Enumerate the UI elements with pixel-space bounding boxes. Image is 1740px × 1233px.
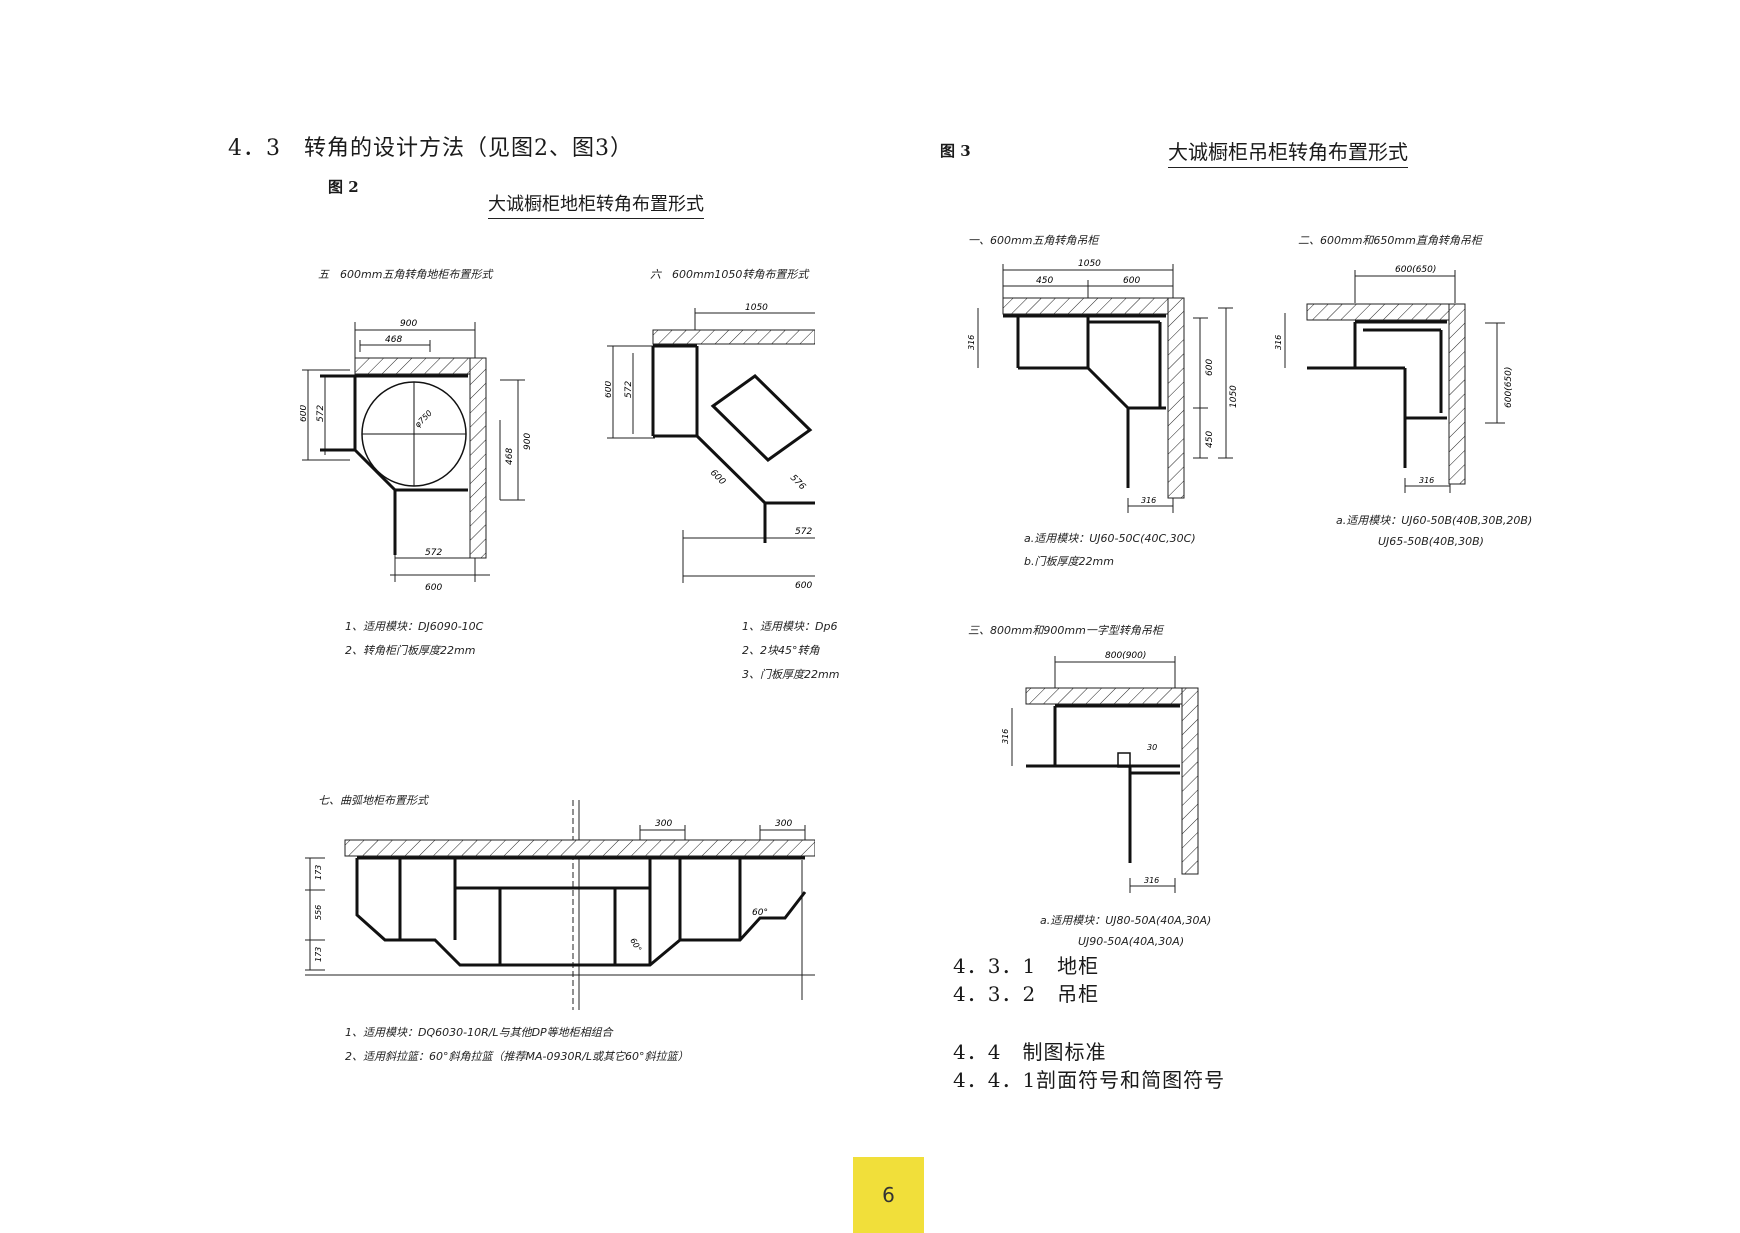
fig3-d2-dim-top: 600(650): [1395, 265, 1436, 275]
fig2-d7-caption: 七、曲弧地柜布置形式: [318, 794, 428, 807]
fig3-d2-dim-bottom: 316: [1419, 476, 1434, 485]
list-item-drawing-standard: 4．4 制图标准: [953, 1040, 1107, 1064]
fig3-d3-caption: 三、800mm和900mm一字型转角吊柜: [968, 624, 1163, 637]
fig3-label: 图 3: [940, 142, 971, 160]
fig3-d1-dim-top: 1050: [1078, 259, 1101, 269]
fig2-d7-note-1: 1、适用模块：DQ6030-10R/L与其他DP等地柜相组合: [345, 1026, 613, 1039]
fig3-d1-dim-top-a: 450: [1036, 276, 1053, 286]
fig3-d2-caption: 二、600mm和650mm直角转角吊柜: [1298, 234, 1482, 247]
fig2-d5-dim-circle: φ750: [413, 409, 434, 430]
fig2-d7-drawing: 300 300 173 556 173 60° 60°: [305, 800, 815, 1010]
fig3-d3-dim-top: 800(900): [1105, 651, 1146, 661]
fig2-d5-dim-left-outer: 600: [300, 405, 309, 422]
fig2-d5-dim-top: 900: [400, 319, 417, 329]
fig3-d1-dim-top-b: 600: [1123, 276, 1140, 286]
fig2-d7-dim-h3: 173: [314, 947, 323, 962]
list-item-section-symbols: 4．4．1剖面符号和简图符号: [953, 1068, 1226, 1092]
fig3-d2-drawing: 600(650) 316 600(650) 316: [1275, 265, 1514, 493]
fig2-d7-dim-seg2: 300: [775, 819, 792, 829]
fig2-d5-dim-top-inner: 468: [385, 335, 402, 345]
fig3-title: 大诚橱柜吊柜转角布置形式: [1168, 136, 1408, 168]
fig2-d6-drawing: 1050 600 572 600 576 572 600: [605, 303, 815, 591]
fig2-d6-dim-bottom-outer: 600: [795, 581, 812, 591]
fig3-d3-note-1: a.适用模块：UJ80-50A(40A,30A): [1040, 914, 1212, 927]
fig3-d1-drawing: 1050 450 600 316 600 1050 450 316: [968, 259, 1238, 513]
fig2-d5-note-2: 2、转角柜门板厚度22mm: [345, 644, 476, 657]
fig3-d2-dim-left: 316: [1275, 335, 1283, 350]
fig2-d7-angle2: 60°: [752, 908, 768, 918]
fig2-d7-dim-seg1: 300: [655, 819, 672, 829]
fig3-d1-dim-left: 316: [968, 335, 976, 350]
fig2-d7-angle1: 60°: [628, 937, 643, 954]
fig3-d1-caption: 一、600mm五角转角吊柜: [968, 234, 1099, 247]
fig2-label: 图 2: [328, 178, 359, 196]
fig2-d6-note-3: 3、门板厚度22mm: [742, 668, 840, 681]
page-number: 6: [882, 1183, 895, 1207]
fig2-d7-note-2: 2、适用斜拉篮：60°斜角拉篮（推荐MA-0930R/L或其它60°斜拉篮）: [345, 1050, 689, 1063]
fig2-d5-caption: 五 600mm五角转角地柜布置形式: [318, 268, 493, 281]
list-item-wall-cabinet: 4．3．2 吊柜: [953, 982, 1100, 1006]
fig3-d2-dim-right: 600(650): [1504, 367, 1514, 408]
fig2-d6-dim-diag-b: 576: [788, 473, 807, 492]
fig2-d6-dim-left-inner: 572: [624, 381, 634, 398]
fig2-d7-dim-h1: 173: [314, 865, 323, 880]
fig3-d1-dim-right-a: 600: [1205, 359, 1215, 376]
fig2-d6-dim-diag-a: 600: [708, 468, 727, 487]
fig2-d6-note-2: 2、2块45°转角: [742, 644, 820, 657]
fig2-d5-dim-left-inner: 572: [316, 405, 326, 422]
fig3-d3-dim-inner: 30: [1147, 743, 1157, 752]
fig3-d3-note-2: UJ90-50A(40A,30A): [1078, 935, 1185, 948]
fig2-d5-note-1: 1、适用模块：DJ6090-10C: [345, 620, 484, 633]
fig3-d3-dim-bottom: 316: [1144, 876, 1159, 885]
fig2-d6-dim-bottom-inner: 572: [795, 527, 812, 537]
fig2-d6-dim-left-outer: 600: [605, 381, 614, 398]
fig3-d1-dim-bottom: 316: [1141, 496, 1156, 505]
fig2-d5-drawing: 900 468 600 572 900 468 572 600 φ750: [300, 319, 533, 593]
section-heading: 4．3 转角的设计方法（见图2、图3）: [228, 136, 633, 161]
fig2-title: 大诚橱柜地柜转角布置形式: [488, 190, 704, 219]
fig2-d5-dim-right-inner: 468: [505, 448, 515, 465]
list-item-base-cabinet: 4．3．1 地柜: [953, 954, 1100, 978]
fig3-d3-dim-left: 316: [1001, 729, 1010, 744]
fig3-d1-dim-right-c: 450: [1205, 431, 1215, 448]
fig3-d2-note-1: a.适用模块：UJ60-50B(40B,30B,20B): [1336, 514, 1533, 527]
fig3-d1-dim-right-b: 1050: [1229, 385, 1238, 408]
fig3-d2-note-2: UJ65-50B(40B,30B): [1378, 535, 1484, 548]
fig2-d5-dim-right-outer: 900: [523, 433, 533, 450]
fig2-d5-dim-bottom-outer: 600: [425, 583, 442, 593]
page-number-badge: 6: [853, 1157, 924, 1233]
fig3-d3-drawing: 800(900) 316 30 316: [1001, 651, 1199, 893]
fig2-d5-dim-bottom-inner: 572: [425, 548, 442, 558]
fig3-d1-note-1: a.适用模块：UJ60-50C(40C,30C): [1024, 532, 1196, 545]
fig2-d6-caption: 六 600mm1050转角布置形式: [650, 268, 809, 281]
fig2-d6-dim-top: 1050: [745, 303, 768, 313]
fig2-d7-dim-h2: 556: [314, 905, 323, 920]
fig3-d1-note-2: b.门板厚度22mm: [1024, 555, 1114, 568]
fig2-d6-note-1: 1、适用模块：Dp6: [742, 620, 838, 633]
